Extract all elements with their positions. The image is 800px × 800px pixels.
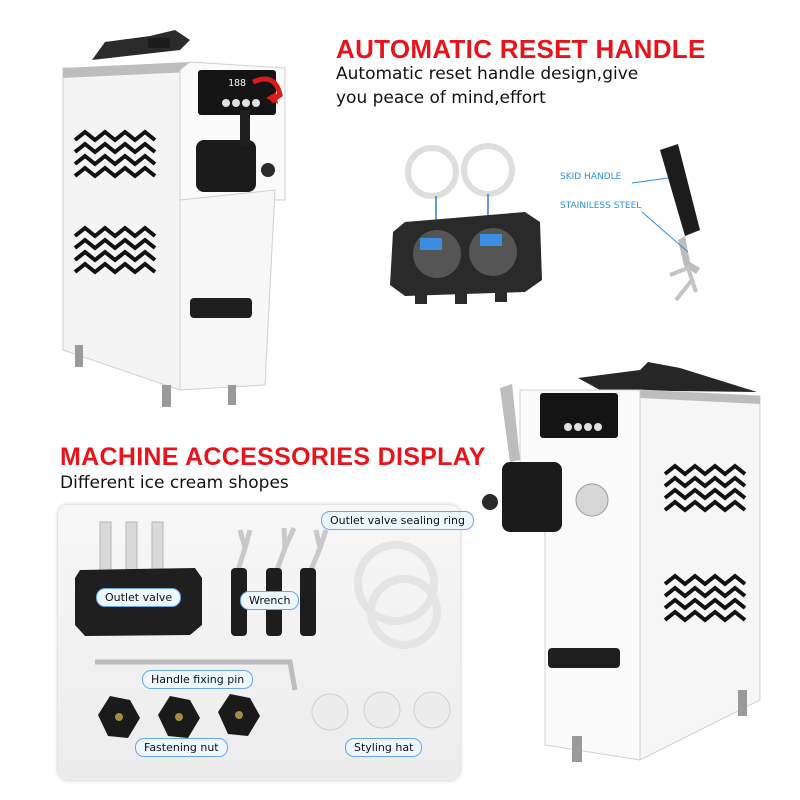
skid-handle-label: SKID HANDLE [560, 172, 622, 182]
reset-handle-desc-line1: Automatic reset handle design,give [336, 64, 639, 84]
accessories-title: MACHINE ACCESSORIES DISPLAY [60, 443, 486, 471]
label-outlet-valve: Outlet valve [96, 588, 182, 607]
stainless-steel-label: STAINILESS STEEL [560, 201, 642, 211]
label-styling-hat: Styling hat [345, 738, 423, 757]
label-wrench: Wrench [240, 591, 300, 610]
label-sealing-ring: Outlet valve sealing ring [321, 511, 474, 530]
reset-handle-desc-line2: you peace of mind,effort [336, 88, 546, 108]
label-fastening-nut: Fastening nut [135, 738, 228, 757]
reset-handle-title: AUTOMATIC RESET HANDLE [336, 34, 706, 64]
label-fixing-pin: Handle fixing pin [142, 670, 254, 689]
machine-display-readout: 188 [228, 78, 247, 89]
accessories-subtitle: Different ice cream shopes [60, 473, 289, 493]
